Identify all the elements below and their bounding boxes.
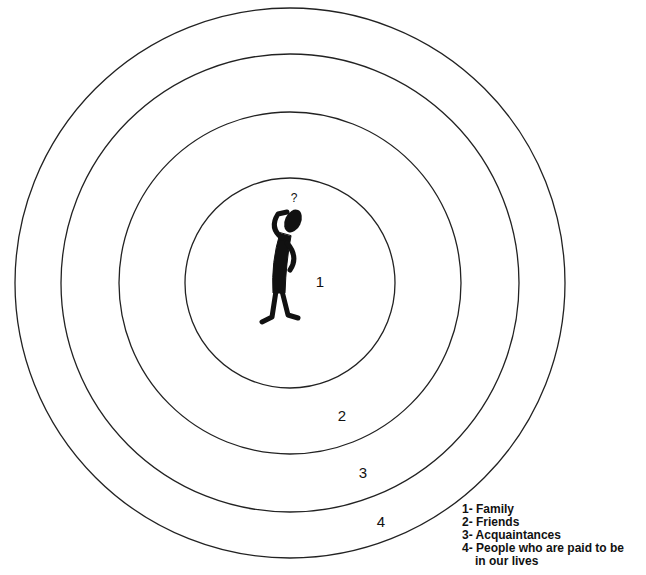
- ring-circle: 4321: [14, 7, 566, 559]
- ring-line: [15, 8, 565, 558]
- legend-text: 3- Acquaintances: [462, 529, 634, 542]
- legend-text: 2- Friends: [462, 516, 634, 529]
- legend-text: 4- People who are paid to be in our live…: [462, 542, 634, 568]
- ring-number: 3: [359, 464, 367, 481]
- ring-outline: [184, 177, 396, 389]
- ring-circle: 321: [60, 53, 520, 513]
- ring-circle: 1: [184, 177, 396, 389]
- ring-number: 1: [316, 273, 324, 290]
- ring-circle: 21: [118, 111, 462, 455]
- ring-number: 2: [338, 407, 346, 424]
- ring-line: [61, 54, 519, 512]
- ring-outline: [14, 7, 566, 559]
- question-mark: ?: [291, 192, 298, 205]
- ring-line: [185, 178, 395, 388]
- legend-list: 1- Family2- Friends3- Acquaintances4- Pe…: [462, 503, 634, 568]
- ring-outline: [60, 53, 520, 513]
- ring-number: 4: [377, 513, 385, 530]
- ring-line: [119, 112, 461, 454]
- ring-outline: [118, 111, 462, 455]
- legend-text: 1- Family: [462, 503, 634, 516]
